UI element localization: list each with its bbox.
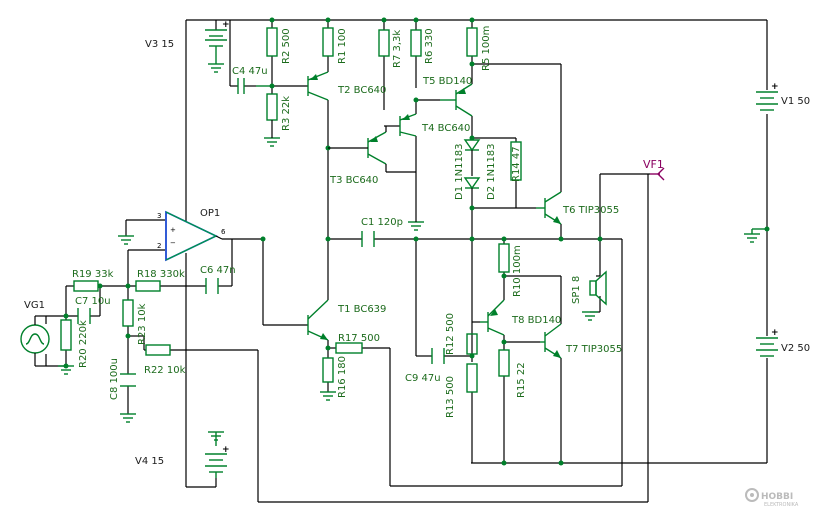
label-v2: V2 50	[781, 343, 810, 354]
capacitors	[77, 78, 445, 387]
label-c8: C8 100u	[109, 358, 120, 400]
wires	[45, 19, 768, 503]
label-c7: C7 10u	[75, 296, 111, 307]
watermark-sub: ELEKTRONIKA	[764, 502, 799, 508]
battery-v3: +	[205, 20, 230, 73]
label-r6: R6 330	[424, 28, 435, 64]
label-r5: R5 100m	[481, 26, 492, 71]
label-t7: T7 TIP3055	[565, 344, 622, 355]
ground-mid	[744, 228, 767, 243]
label-r22: R22 10k	[144, 365, 186, 376]
label-r2: R2 500	[281, 28, 292, 64]
label-t8: T8 BD140	[511, 315, 561, 326]
battery-v1: +	[756, 82, 779, 111]
label-r14: R14 47	[511, 146, 522, 182]
opamp-pin-2: 2	[157, 242, 161, 250]
battery-v2: +	[756, 328, 779, 357]
speaker-icon	[589, 270, 607, 306]
battery-v2-plus: +	[771, 328, 779, 338]
opamp-minus: −	[170, 239, 176, 247]
label-v1: V1 50	[781, 96, 810, 107]
label-sp1: SP1 8	[571, 276, 582, 304]
opamp-op1: 3 2 6 + −	[157, 210, 226, 262]
label-r13: R13 500	[445, 376, 456, 418]
label-op1: OP1	[200, 208, 220, 219]
label-t4: T4 BC640	[421, 123, 470, 134]
label-v4: V4 15	[135, 456, 164, 467]
voltmeter-probe-icon	[650, 167, 665, 181]
label-t1: T1 BC639	[337, 304, 386, 315]
label-r20: R20 220k	[78, 320, 89, 368]
label-r3: R3 22k	[281, 96, 292, 131]
label-r15: R15 22	[516, 362, 527, 398]
label-vg1: VG1	[24, 300, 45, 311]
label-c9: C9 47u	[405, 373, 441, 384]
opamp-plus: +	[170, 226, 176, 234]
label-v3: V3 15	[145, 39, 174, 50]
label-c1: C1 120p	[361, 217, 403, 228]
transistors	[307, 71, 562, 359]
label-r7: R7 3,3k	[392, 30, 403, 68]
battery-v4: +	[205, 431, 230, 478]
opamp-pin-3: 3	[157, 212, 161, 220]
resistors	[60, 27, 522, 393]
watermark-main: HOBBI	[761, 492, 793, 502]
label-t2: T2 BC640	[337, 85, 386, 96]
label-r1: R1 100	[337, 28, 348, 64]
label-r16: R16 180	[337, 356, 348, 398]
label-r17: R17 500	[338, 333, 380, 344]
label-t5: T5 BD140	[422, 76, 472, 87]
ground-symbols	[58, 120, 598, 423]
diodes	[463, 139, 481, 196]
junction-dots	[63, 17, 770, 466]
component-labels: V3 15 V4 15 V1 50 V2 50 VG1 OP1 VF1 C4 4…	[24, 26, 810, 467]
battery-v3-plus: +	[222, 20, 230, 30]
battery-v1-plus: +	[771, 82, 779, 92]
label-r12: R12 500	[445, 313, 456, 355]
label-r18: R18 330k	[137, 269, 185, 280]
label-t6: T6 TIP3055	[562, 205, 619, 216]
opamp-pin-6: 6	[221, 228, 226, 236]
label-t3: T3 BC640	[329, 175, 378, 186]
label-r19: R19 33k	[72, 269, 114, 280]
label-d1: D1 1N1183	[454, 143, 465, 200]
battery-v4-plus: +	[222, 445, 230, 455]
label-r23: R23 10k	[137, 303, 148, 345]
label-r10: R10 100m	[512, 245, 523, 297]
label-d2: D2 1N1183	[486, 143, 497, 200]
label-c6: C6 47n	[200, 265, 236, 276]
signal-generator-icon	[20, 315, 50, 367]
label-c4: C4 47u	[232, 66, 268, 77]
label-vf1: VF1	[643, 158, 664, 171]
watermark-logo: HOBBI ELEKTRONIKA	[745, 488, 799, 508]
